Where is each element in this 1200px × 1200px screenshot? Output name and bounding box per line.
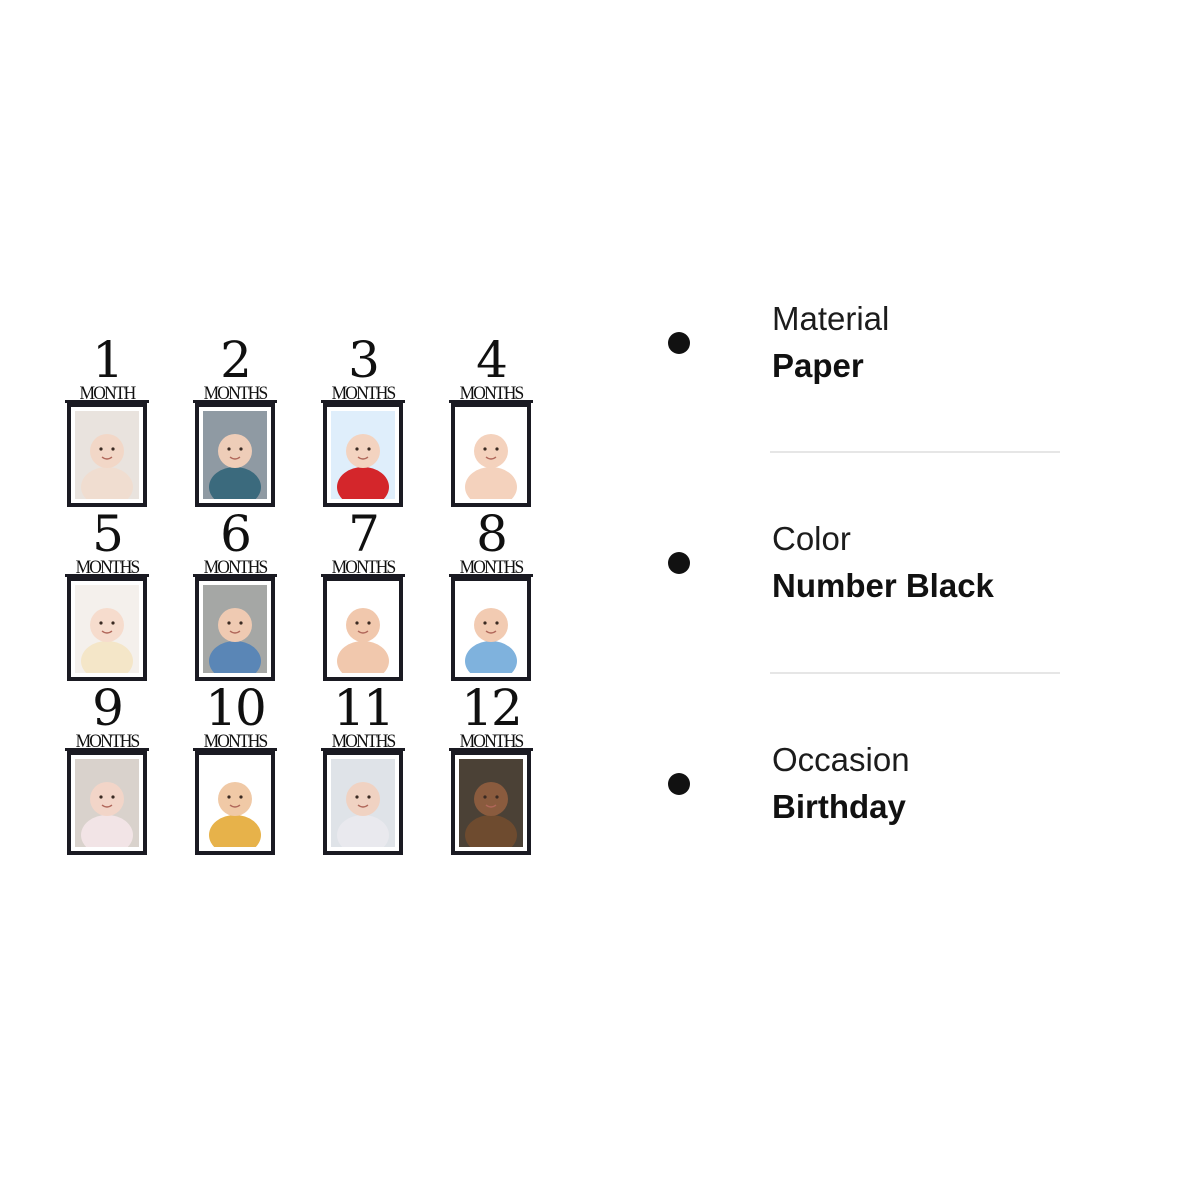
- frame-hanger-bar: [321, 748, 405, 751]
- frame-hanger-bar: [193, 574, 277, 577]
- baby-photo: [459, 585, 523, 673]
- spec-label-occasion: Occasion: [772, 741, 910, 778]
- month-number: 8: [476, 505, 508, 563]
- photo-frame-border: [451, 577, 531, 681]
- baby-photo: [75, 585, 139, 673]
- baby-photo: [459, 411, 523, 499]
- month-number: 6: [220, 505, 252, 563]
- baby-photo: [331, 411, 395, 499]
- photo-frame-border: [323, 577, 403, 681]
- month-caption: MONTHS: [75, 557, 141, 578]
- photo-frame-border: [451, 403, 531, 507]
- month-caption: MONTHS: [331, 383, 397, 404]
- baby-photo: [331, 585, 395, 673]
- month-caption: MONTHS: [459, 383, 525, 404]
- month-caption: MONTHS: [459, 731, 525, 752]
- baby-photo: [75, 411, 139, 499]
- month-caption: MONTHS: [331, 731, 397, 752]
- month-number: 9: [92, 679, 124, 737]
- month-caption: MONTHS: [203, 731, 269, 752]
- month-number: 10: [205, 679, 267, 737]
- month-number: 4: [476, 331, 508, 389]
- baby-photo: [203, 411, 267, 499]
- spec-value-color: Number Black: [772, 567, 994, 604]
- month-number: 2: [220, 331, 252, 389]
- photo-frame-border: [323, 751, 403, 855]
- month-caption: MONTHS: [331, 557, 397, 578]
- photo-frame-border: [195, 577, 275, 681]
- month-number: 1: [92, 331, 124, 389]
- month-number: 11: [333, 679, 395, 737]
- frame-hanger-bar: [193, 748, 277, 751]
- spec-label-color: Color: [772, 520, 851, 557]
- frame-hanger-bar: [65, 400, 149, 403]
- photo-frame-border: [195, 403, 275, 507]
- bullet-icon: [668, 552, 690, 574]
- month-caption: MONTHS: [203, 557, 269, 578]
- bullet-icon: [668, 332, 690, 354]
- spec-label-material: Material: [772, 300, 890, 337]
- photo-frame-border: [67, 403, 147, 507]
- frame-hanger-bar: [449, 400, 533, 403]
- month-caption: MONTHS: [203, 383, 269, 404]
- month-caption: MONTHS: [75, 731, 141, 752]
- month-caption: MONTHS: [459, 557, 525, 578]
- frame-hanger-bar: [449, 574, 533, 577]
- baby-photo: [459, 759, 523, 847]
- spec-value-material: Paper: [772, 347, 864, 384]
- photo-frame-border: [323, 403, 403, 507]
- month-number: 3: [348, 331, 380, 389]
- frame-hanger-bar: [65, 748, 149, 751]
- frame-hanger-bar: [321, 574, 405, 577]
- month-number: 12: [461, 679, 523, 737]
- photo-frame-border: [195, 751, 275, 855]
- baby-photo: [203, 759, 267, 847]
- frame-hanger-bar: [65, 574, 149, 577]
- frame-hanger-bar: [449, 748, 533, 751]
- spec-value-occasion: Birthday: [772, 788, 906, 825]
- baby-photo: [203, 585, 267, 673]
- baby-photo: [75, 759, 139, 847]
- month-caption: MONTH: [79, 383, 137, 404]
- baby-photo: [331, 759, 395, 847]
- photo-frame-border: [67, 751, 147, 855]
- photo-frame-border: [451, 751, 531, 855]
- photo-frame-border: [67, 577, 147, 681]
- month-number: 5: [92, 505, 124, 563]
- divider: [770, 672, 1060, 674]
- divider: [770, 451, 1060, 453]
- frame-hanger-bar: [193, 400, 277, 403]
- frame-hanger-bar: [321, 400, 405, 403]
- month-number: 7: [348, 505, 380, 563]
- bullet-icon: [668, 773, 690, 795]
